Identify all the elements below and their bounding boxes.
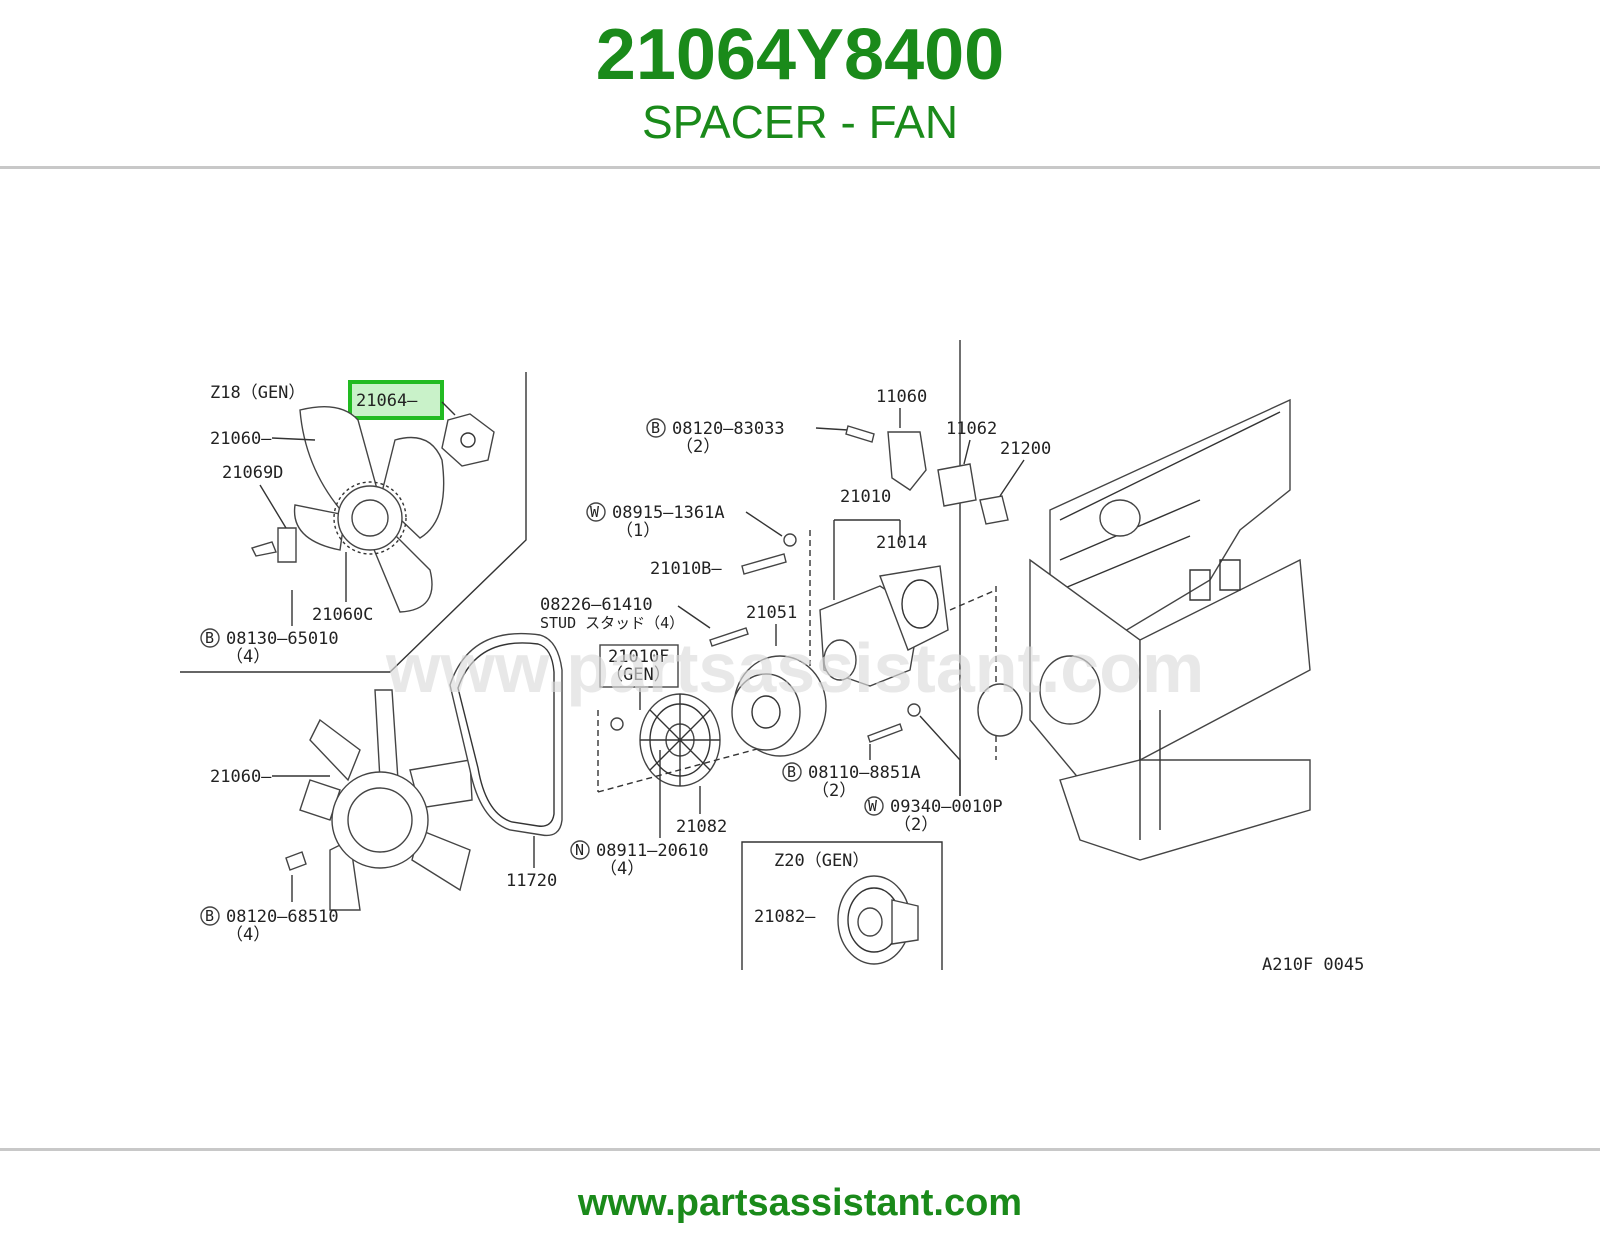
part-number-title: 21064Y8400	[595, 15, 1005, 95]
water-pump-part	[819, 565, 949, 687]
badge-b-letter: B	[205, 629, 214, 647]
header-divider	[0, 166, 1600, 169]
stud-part	[709, 627, 749, 647]
part-name-subtitle: SPACER - FAN	[641, 96, 959, 148]
thermostat-part	[979, 495, 1009, 525]
page-header: 21064Y8400 SPACER - FAN	[0, 0, 1600, 168]
callout-21069d: 21069D	[222, 463, 283, 483]
badge-w-icon	[864, 796, 884, 816]
callout-21010: 21010	[840, 487, 891, 507]
badge-b-letter: B	[651, 419, 660, 437]
bolt-21010b	[741, 553, 787, 575]
callout-21014: 21014	[876, 533, 927, 553]
callout-08915-1361a-qty: （1）	[616, 521, 660, 541]
callout-21060-upper: 21060—	[210, 429, 272, 449]
callout-11060: 11060	[876, 387, 927, 407]
callout-08130-65010-qty: （4）	[226, 647, 270, 667]
z18-inset-label: Z18（GEN）	[210, 383, 305, 403]
callout-stud: STUD スタッド（4）	[540, 614, 684, 632]
badge-b-letter: B	[787, 763, 796, 781]
pulley-part	[731, 655, 827, 757]
callout-08911-20610-qty: （4）	[600, 859, 644, 879]
callout-11720: 11720	[506, 871, 557, 891]
callout-08226-61410: 08226—61410	[540, 595, 653, 615]
drive-belt	[449, 632, 563, 837]
callout-08911-20610: 08911—20610	[596, 841, 709, 861]
callout-08130-65010: 08130—65010	[226, 629, 339, 649]
highlighted-part-box[interactable]	[348, 380, 444, 420]
z20-fan-coupling-part	[837, 875, 919, 965]
z18-fan-assembly	[251, 405, 495, 613]
gasket-part	[937, 463, 977, 507]
z20-inset-border	[741, 841, 943, 970]
callout-09340-0010p-qty: （2）	[894, 815, 938, 835]
diagram-code: A210F 0045	[1262, 955, 1364, 975]
callout-08120-68510-qty: （4）	[226, 925, 270, 945]
badge-w-icon	[586, 502, 606, 522]
badge-w-letter: W	[868, 797, 878, 815]
callout-21051: 21051	[746, 603, 797, 623]
callout-21082-z20: 21082—	[754, 907, 816, 927]
callout-21010f-box	[599, 644, 679, 688]
callout-21010f: 21010F	[608, 647, 669, 667]
badge-n-icon	[570, 840, 590, 860]
callout-11062: 11062	[946, 419, 997, 439]
callout-21010f-gen: （GEN）	[606, 665, 671, 685]
badge-b-icon	[200, 628, 220, 648]
footer-website-link[interactable]: www.partsassistant.com	[577, 1182, 1023, 1224]
callout-21060c: 21060C	[312, 605, 373, 625]
callout-08110-8851a-qty: （2）	[812, 781, 856, 801]
badge-b-icon	[200, 906, 220, 926]
badge-b-icon	[646, 418, 666, 438]
footer-divider	[0, 1148, 1600, 1151]
z20-inset-label: Z20（GEN）	[774, 851, 869, 871]
highlighted-part-label[interactable]: 21064—	[356, 391, 418, 411]
watermark-text: www.partsassistant.com	[385, 629, 1204, 707]
callout-21082-clutch: 21082	[676, 817, 727, 837]
callout-08915-1361a: 08915—1361A	[612, 503, 725, 523]
fan-clutch-part	[639, 693, 721, 787]
parts-diagram: Z18（GEN） 21064— 21060— 21069D 21060C B 0…	[180, 340, 1400, 990]
engine-block-drawing	[977, 398, 1311, 861]
fan-spacer-part	[441, 413, 495, 467]
z18-inset-border	[180, 372, 527, 673]
badge-n-letter: N	[575, 841, 584, 859]
badge-b-letter: B	[205, 907, 214, 925]
callout-08120-68510: 08120—68510	[226, 907, 339, 927]
callout-08110-8851a: 08110—8851A	[808, 763, 921, 783]
callout-08120-83033: 08120—83033	[672, 419, 785, 439]
callout-08120-83033-qty: （2）	[676, 437, 720, 457]
callout-21200: 21200	[1000, 439, 1051, 459]
callout-21060-lower: 21060—	[210, 767, 272, 787]
badge-w-letter: W	[590, 503, 600, 521]
callout-09340-0010p: 09340—0010P	[890, 797, 1003, 817]
callout-21010b: 21010B—	[650, 559, 722, 579]
water-outlet-part	[887, 431, 927, 491]
lower-fan-assembly	[285, 689, 473, 911]
badge-b-icon	[782, 762, 802, 782]
